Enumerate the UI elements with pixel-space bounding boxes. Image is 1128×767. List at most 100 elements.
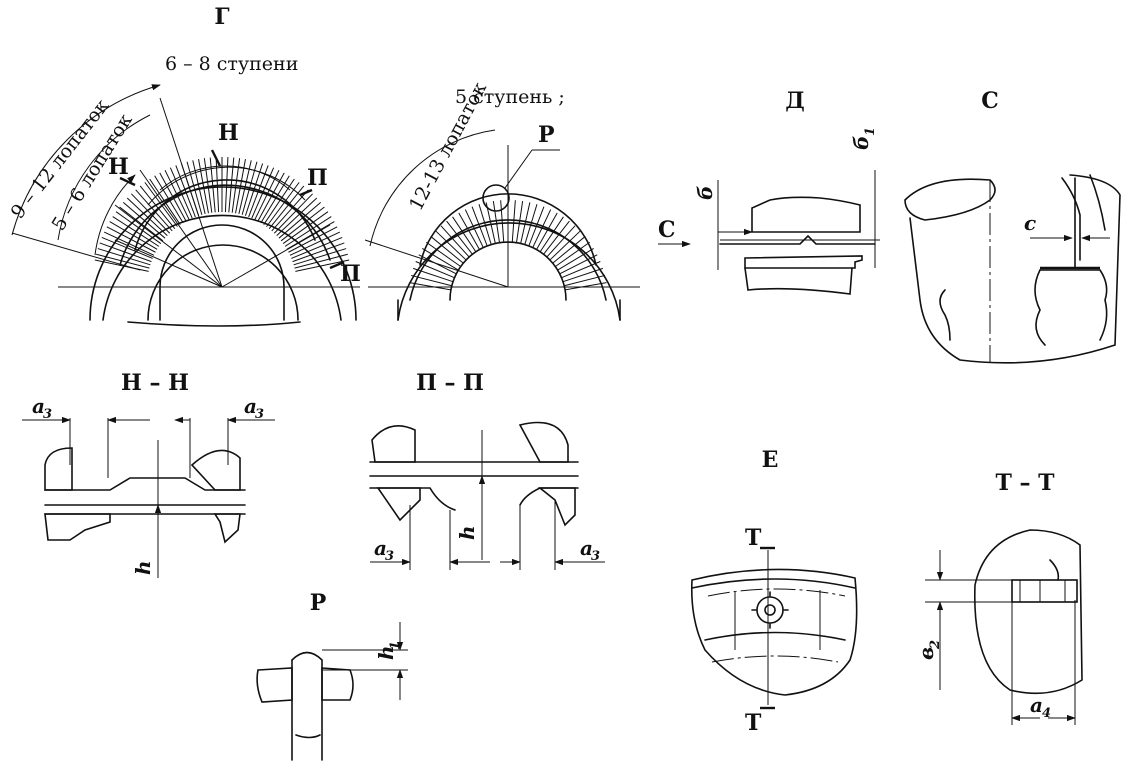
blade-line xyxy=(292,242,345,263)
view-stage-5-blades xyxy=(409,200,607,291)
dim-a3-pp-right: a xyxy=(580,536,593,560)
blade-line xyxy=(492,201,501,243)
blade-line xyxy=(543,220,570,255)
detail-r-circle xyxy=(482,184,510,212)
blade-line xyxy=(286,221,335,250)
blade-line xyxy=(101,236,153,259)
blade-line xyxy=(546,225,576,258)
view-g-title: Г xyxy=(214,4,229,30)
cut-n-left: Н xyxy=(108,154,129,180)
view-r-callout: Р xyxy=(538,122,555,148)
dim-h1: h xyxy=(374,645,398,660)
blade-line xyxy=(139,185,176,230)
dim-a4: a xyxy=(1030,693,1043,717)
blade-line xyxy=(144,182,178,227)
cut-p-bottom: П xyxy=(340,261,361,287)
blade-line xyxy=(415,261,455,279)
blade-line xyxy=(164,169,190,220)
blade-line xyxy=(536,212,558,250)
blade-line xyxy=(528,206,545,247)
blade-line xyxy=(440,225,470,258)
view-s: С c xyxy=(904,88,1121,364)
blade-line xyxy=(291,236,343,259)
blade-line xyxy=(565,282,607,291)
dim-a3-nn-left: a xyxy=(32,394,45,418)
blade-line xyxy=(426,241,461,267)
blade-line xyxy=(471,206,488,247)
blade-line xyxy=(410,274,452,287)
view-s-arrow-label: С xyxy=(658,217,676,243)
blade-line xyxy=(559,254,598,275)
blade-line xyxy=(284,216,332,247)
svg-text:3: 3 xyxy=(385,549,394,564)
cut-t-top: Т xyxy=(745,525,762,551)
dim-a3-pp-left: a xyxy=(374,536,387,560)
blade-line xyxy=(273,193,313,234)
blade-line xyxy=(215,157,220,213)
blade-line xyxy=(478,204,492,245)
blade-line xyxy=(131,193,171,234)
blade-line xyxy=(288,226,338,253)
view-e: Е Т Т xyxy=(690,447,858,736)
section-nn-title: Н – Н xyxy=(121,370,189,396)
blade-line xyxy=(515,201,524,243)
blade-line xyxy=(412,267,454,283)
blade-line xyxy=(186,161,203,215)
view-r: Р h 1 xyxy=(256,590,408,761)
view-s-title: С xyxy=(981,88,999,114)
blade-line xyxy=(278,202,322,239)
blade-line xyxy=(452,216,477,253)
blade-line xyxy=(289,231,341,256)
svg-text:3: 3 xyxy=(43,407,52,422)
section-pp: П – П a 3 a 3 h xyxy=(369,370,605,570)
blade-line xyxy=(500,200,505,243)
blade-line xyxy=(422,247,459,271)
view-e-title: Е xyxy=(762,447,779,473)
blade-line xyxy=(539,216,564,253)
blade-line xyxy=(430,236,464,264)
blade-line xyxy=(135,189,173,232)
blade-line xyxy=(524,204,538,245)
blade-line xyxy=(99,242,152,263)
view-g: Г Н Н П П 9 – xyxy=(7,4,361,327)
cut-n-right: Н xyxy=(218,120,239,146)
cut-t-bottom: Т xyxy=(745,710,762,736)
view-d: Д б б 1 С xyxy=(658,88,880,295)
dim-b1-base: б xyxy=(849,136,873,150)
dim-h-nn: h xyxy=(131,560,155,575)
blade-line xyxy=(294,253,348,269)
blade-line xyxy=(276,197,318,237)
blade-line xyxy=(282,211,329,244)
blade-line xyxy=(96,253,150,269)
cut-p-top: П xyxy=(307,165,328,191)
dim-b1-sub: 1 xyxy=(863,127,878,136)
blade-line xyxy=(180,163,200,216)
blade-line xyxy=(485,202,496,244)
section-pp-title: П – П xyxy=(416,370,484,396)
view-stage-5: 5 ступень ; Р 12-13 лопаток xyxy=(364,78,640,321)
blade-line xyxy=(562,267,604,283)
blade-line xyxy=(418,254,457,275)
dim-b: б xyxy=(693,186,717,200)
label-blades-12-13: 12-13 лопаток xyxy=(405,78,491,214)
label-stages-6-8: 6 – 8 ступени xyxy=(165,53,298,75)
blade-line xyxy=(520,202,531,244)
blade-line xyxy=(561,261,601,279)
blade-line xyxy=(126,197,168,237)
blade-line xyxy=(295,259,350,272)
blade-line xyxy=(446,220,473,255)
blade-line xyxy=(557,247,594,271)
section-nn: Н – Н a 3 a 3 h xyxy=(22,370,275,578)
dim-v2: в xyxy=(914,647,938,660)
blade-line xyxy=(458,212,480,250)
blade-line xyxy=(435,230,467,261)
blade-line xyxy=(97,248,151,266)
blade-line xyxy=(555,241,590,267)
view-d-title: Д xyxy=(785,88,805,114)
svg-text:1: 1 xyxy=(388,641,403,650)
blade-line xyxy=(549,230,581,261)
label-stage-5: 5 ступень ; xyxy=(455,86,565,108)
blade-line xyxy=(280,206,325,242)
blade-line xyxy=(175,165,196,218)
